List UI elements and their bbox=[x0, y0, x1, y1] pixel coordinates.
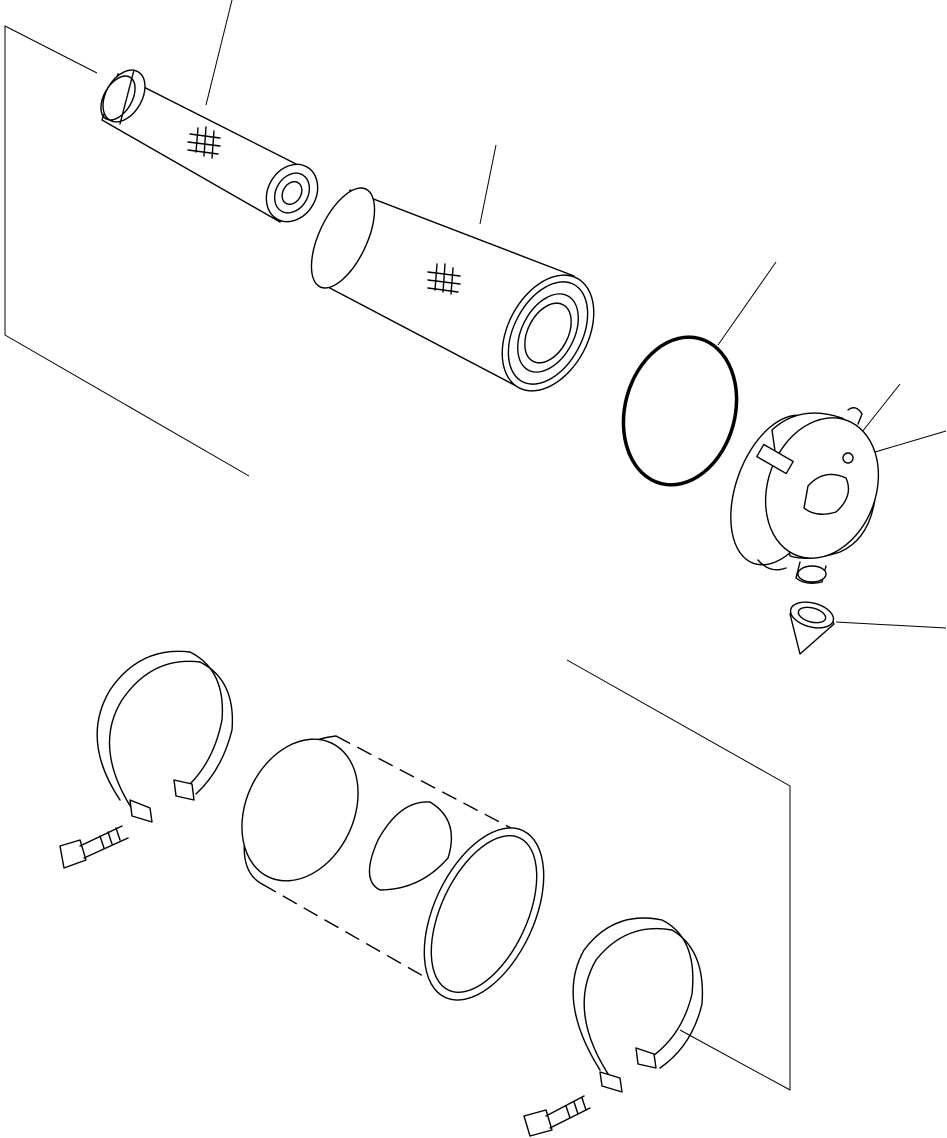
bolt-lower bbox=[523, 1095, 591, 1137]
leader-line-cover bbox=[861, 383, 901, 433]
housing-body bbox=[241, 735, 545, 1001]
leader-line-o-ring bbox=[717, 261, 777, 346]
mounting-band-upper bbox=[96, 650, 234, 823]
leader-line-inner-element bbox=[205, 0, 233, 106]
outer-primary-element bbox=[310, 187, 595, 392]
leader-line-outer-element bbox=[479, 144, 497, 225]
leader-line-valve bbox=[835, 621, 947, 629]
mesh-symbol-icon bbox=[427, 263, 461, 295]
inner-safety-element bbox=[100, 69, 319, 223]
bolt-upper bbox=[59, 825, 129, 869]
end-cover bbox=[730, 407, 880, 585]
group-bracket-lower bbox=[566, 659, 791, 1091]
mesh-symbol-icon bbox=[187, 126, 221, 159]
leader-lines bbox=[205, 0, 947, 629]
group-bracket-upper bbox=[4, 25, 250, 477]
evacuator-valve bbox=[789, 601, 835, 655]
mounting-band-lower bbox=[572, 917, 704, 1093]
o-ring-seal bbox=[621, 335, 739, 487]
